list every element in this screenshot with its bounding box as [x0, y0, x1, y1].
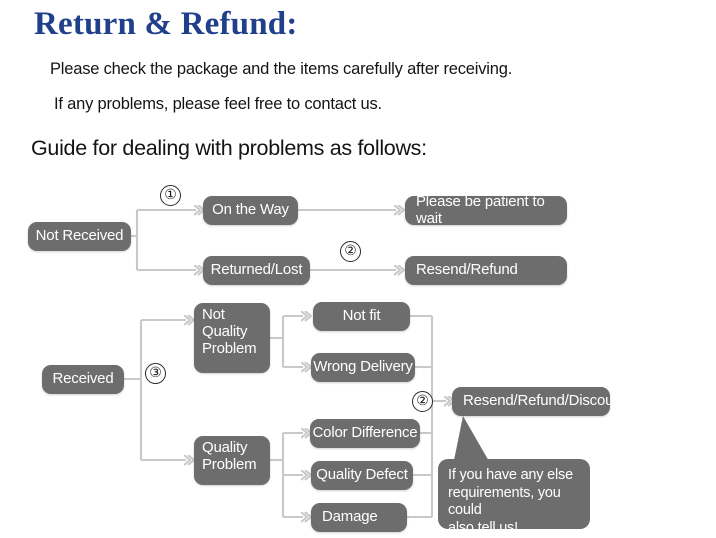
step-marker-1: ①: [160, 185, 181, 206]
node-received[interactable]: Received: [42, 365, 124, 394]
node-label-line-1: Not: [202, 306, 225, 323]
intro-line-2: If any problems, please feel free to con…: [54, 95, 382, 113]
node-quality-problem[interactable]: Quality Problem: [194, 436, 270, 485]
node-label: Returned/Lost: [210, 261, 303, 279]
bubble-line-3: also tell us!: [448, 520, 518, 537]
guide-heading: Guide for dealing with problems as follo…: [31, 136, 427, 160]
node-please-be-patient[interactable]: Please be patient to wait: [405, 192, 567, 227]
node-label: Received: [52, 370, 114, 388]
node-on-the-way[interactable]: On the Way: [203, 196, 298, 225]
step-marker-2-top: ②: [340, 241, 361, 262]
intro-line-1: Please check the package and the items c…: [50, 60, 513, 78]
node-label-line-1: Quality: [202, 439, 248, 456]
marker-label: ②: [416, 394, 429, 409]
node-not-quality-problem[interactable]: Not Quality Problem: [194, 303, 270, 373]
node-label-line-3: Problem: [202, 339, 257, 357]
node-label: Resend/Refund: [416, 261, 518, 279]
node-returned-lost[interactable]: Returned/Lost: [203, 256, 310, 285]
node-label-line-2: Problem: [202, 455, 257, 473]
page-title: Return & Refund:: [34, 6, 298, 42]
bubble-line-2: requirements, you could: [448, 484, 561, 519]
node-label: Resend/Refund/Discount: [463, 392, 626, 410]
node-label: Not Received: [35, 227, 124, 245]
step-marker-2-bottom: ②: [412, 391, 433, 412]
bubble-line-1: If you have any else: [448, 467, 573, 483]
bubble-tail: [452, 416, 494, 470]
node-color-difference[interactable]: Color Difference: [310, 419, 420, 448]
node-label: Wrong Delivery: [313, 358, 413, 376]
node-label: On the Way: [212, 201, 289, 219]
marker-label: ③: [149, 366, 162, 381]
node-label-line-2: Quality: [202, 322, 248, 340]
node-label: Not fit: [342, 307, 381, 325]
callout-bubble: If you have any else requirements, you c…: [438, 459, 590, 536]
node-resend-refund[interactable]: Resend/Refund: [405, 256, 567, 285]
node-label: Damage: [322, 508, 378, 526]
marker-label: ②: [344, 244, 357, 259]
node-not-received[interactable]: Not Received: [28, 222, 131, 251]
node-not-fit[interactable]: Not fit: [313, 302, 410, 331]
step-marker-3: ③: [145, 363, 166, 384]
marker-label: ①: [164, 188, 177, 203]
node-wrong-delivery[interactable]: Wrong Delivery: [311, 353, 415, 382]
node-label: Please be patient to wait: [416, 192, 545, 227]
node-label: Color Difference: [312, 424, 418, 442]
node-resend-refund-discount[interactable]: Resend/Refund/Discount: [452, 387, 626, 416]
node-damage[interactable]: Damage: [311, 503, 407, 532]
node-quality-defect[interactable]: Quality Defect: [311, 461, 413, 490]
node-label: Quality Defect: [316, 466, 408, 484]
